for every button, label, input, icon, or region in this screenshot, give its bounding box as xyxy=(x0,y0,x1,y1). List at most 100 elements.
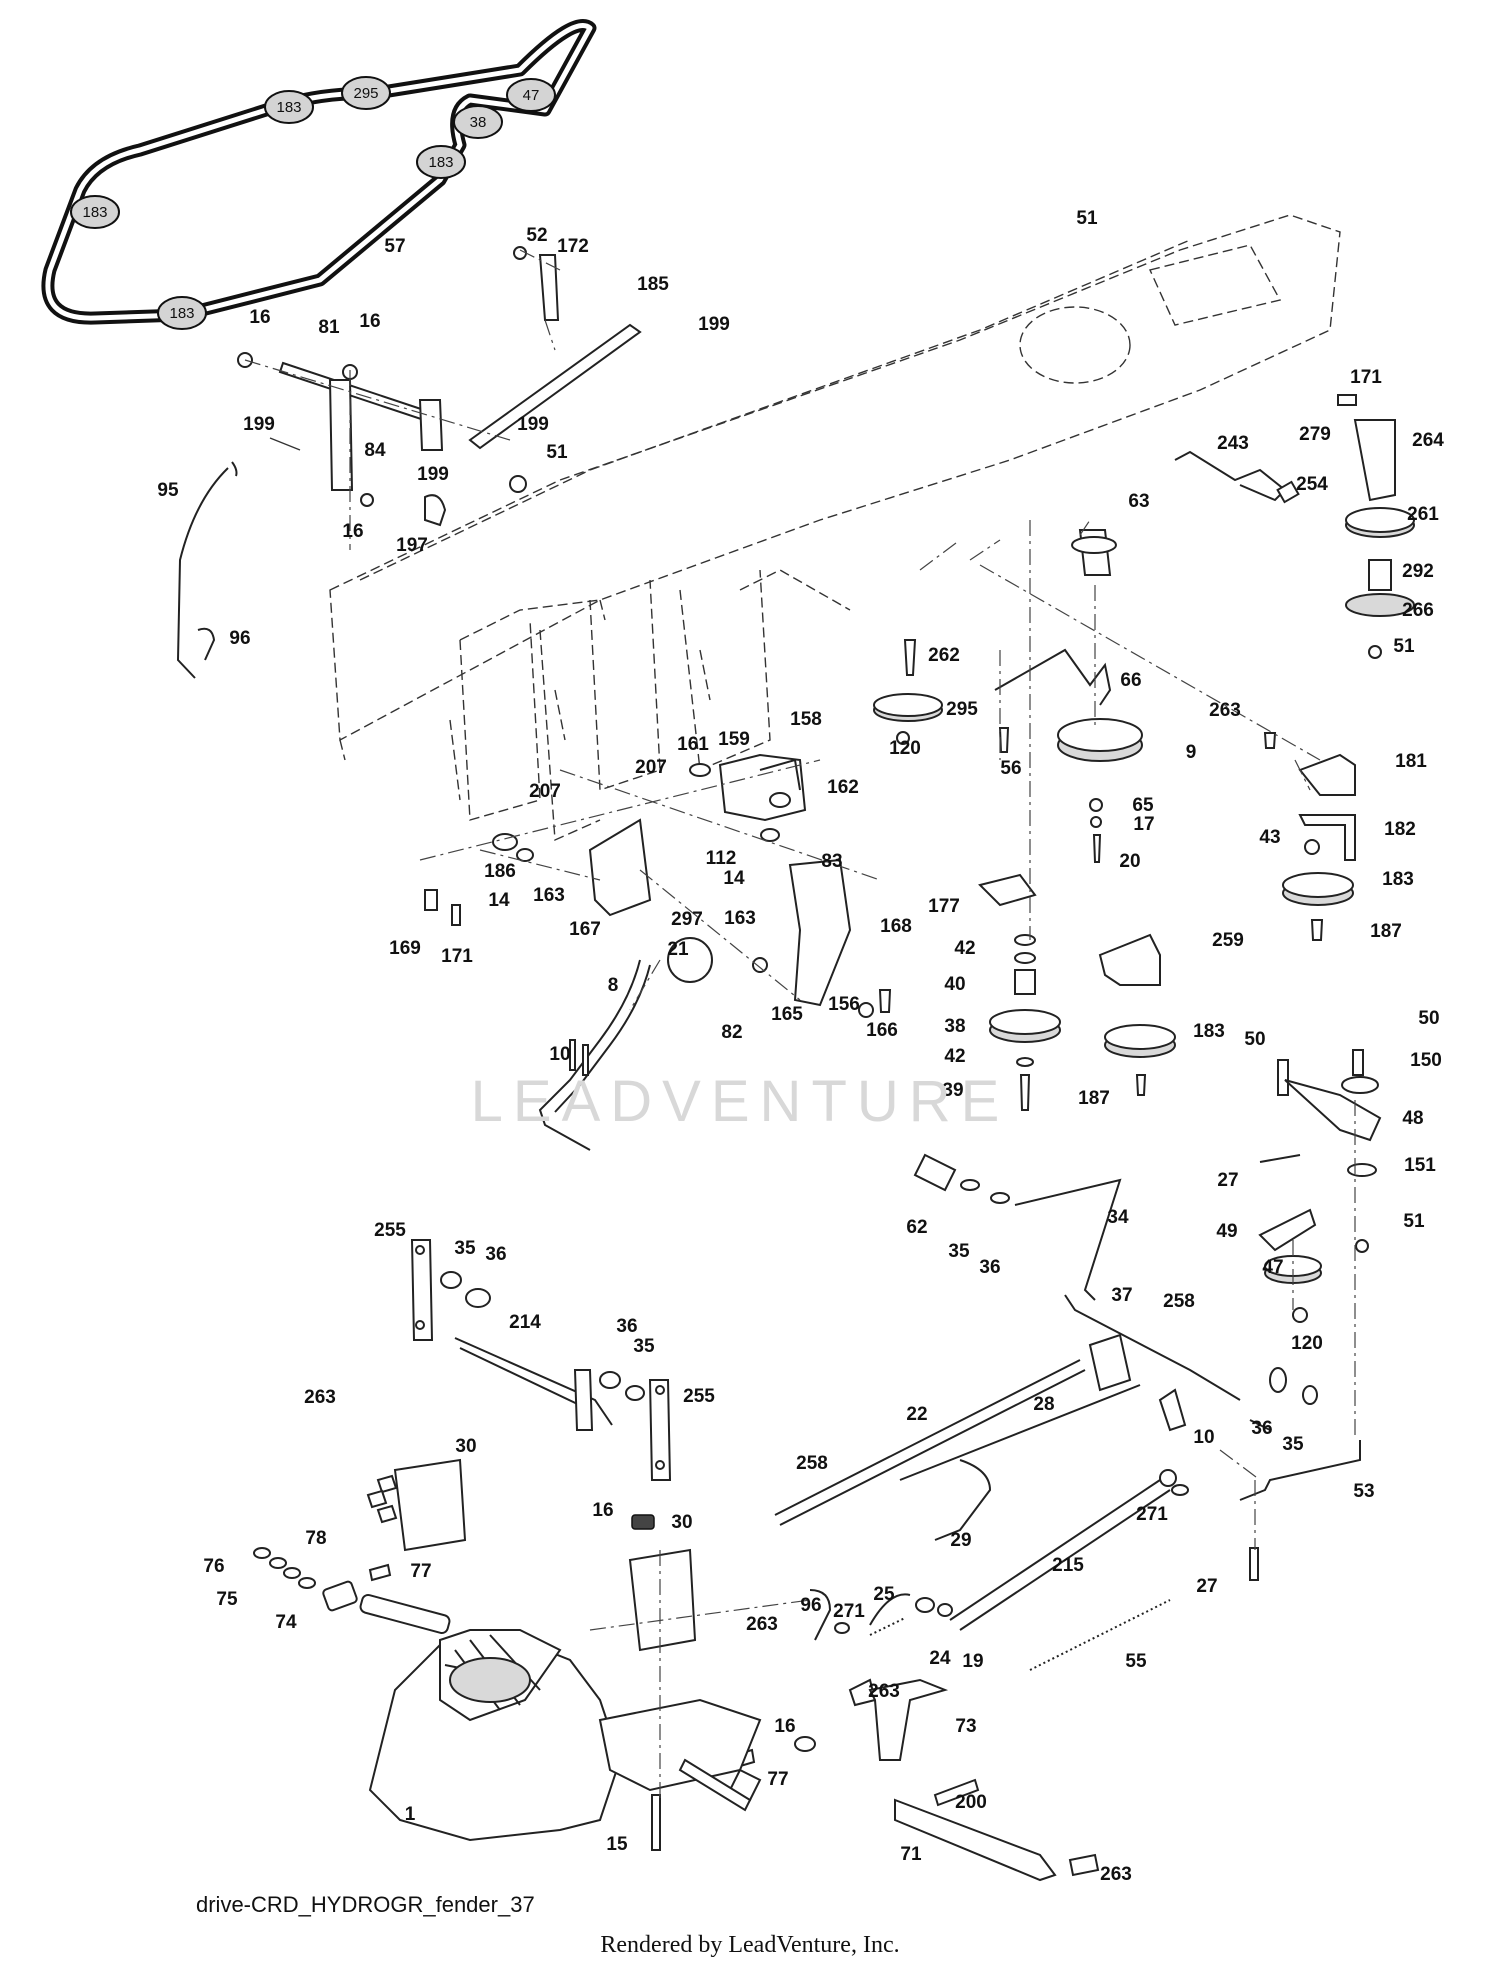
part-callout: 255 xyxy=(374,1220,406,1241)
part-callout: 15 xyxy=(606,1834,628,1855)
part-callout: 73 xyxy=(955,1716,976,1737)
part-callout: 19 xyxy=(962,1651,983,1672)
pulley-disc xyxy=(157,296,207,330)
part-callout: 172 xyxy=(557,236,589,257)
part-callout: 259 xyxy=(1212,930,1244,951)
part-callout: 30 xyxy=(455,1436,476,1457)
part-callout: 36 xyxy=(979,1257,1000,1278)
clutch-assembly xyxy=(873,394,1415,941)
part-callout: 35 xyxy=(454,1238,476,1259)
part-callout: 171 xyxy=(1350,367,1382,388)
part-callout: 35 xyxy=(633,1336,655,1357)
part-callout: 292 xyxy=(1402,561,1434,582)
part-callout: 171 xyxy=(441,946,473,967)
belt-pulley: 47 xyxy=(506,78,556,112)
part-callout: 24 xyxy=(929,1648,951,1669)
pulley-label: 183 xyxy=(428,154,453,171)
part-callout: 74 xyxy=(275,1612,297,1633)
part-callout: 14 xyxy=(488,890,510,911)
part-callout: 185 xyxy=(637,274,669,295)
part-callout: 40 xyxy=(944,974,965,995)
part-callout: 161 xyxy=(677,734,709,755)
belt-pulley: 295 xyxy=(341,76,391,110)
part-callout: 263 xyxy=(304,1387,336,1408)
part-callout: 47 xyxy=(1262,1257,1283,1278)
part-callout: 34 xyxy=(1107,1207,1129,1228)
pulley-label: 183 xyxy=(82,204,107,221)
part-callout: 183 xyxy=(1382,869,1414,890)
bracket-assembly xyxy=(424,753,892,1018)
part-callout: 82 xyxy=(721,1022,742,1043)
part-callout: 37 xyxy=(1111,1285,1132,1306)
part-callout: 262 xyxy=(928,645,960,666)
part-callout: 156 xyxy=(828,994,860,1015)
belt-pulley: 38 xyxy=(453,105,503,139)
part-callout: 10 xyxy=(549,1044,570,1065)
part-callout: 120 xyxy=(1291,1333,1323,1354)
part-callout: 263 xyxy=(746,1614,778,1635)
part-callout: 163 xyxy=(724,908,756,929)
part-callout: 182 xyxy=(1384,819,1416,840)
part-callout: 1 xyxy=(405,1804,416,1825)
belt-pulley: 183 xyxy=(264,90,314,124)
part-callout: 96 xyxy=(800,1595,821,1616)
part-callout: 263 xyxy=(1209,700,1241,721)
part-callout: 62 xyxy=(906,1217,927,1238)
belt-pulleys: 183 183 295 47 38 183 183 xyxy=(70,76,556,330)
part-callout: 29 xyxy=(950,1530,971,1551)
part-callout: 264 xyxy=(1412,430,1444,451)
part-callout: 181 xyxy=(1395,751,1427,772)
part-callout: 10 xyxy=(1193,1427,1214,1448)
part-callout: 22 xyxy=(906,1404,927,1425)
part-callout: 177 xyxy=(928,896,960,917)
part-callout: 120 xyxy=(889,738,921,759)
shaft-assembly xyxy=(253,1239,756,1851)
part-callout: 56 xyxy=(1000,758,1021,779)
part-callout: 207 xyxy=(635,757,667,778)
part-callout: 36 xyxy=(485,1244,506,1265)
part-callout: 75 xyxy=(216,1589,238,1610)
part-callout: 165 xyxy=(771,1004,803,1025)
part-callout: 258 xyxy=(1163,1291,1195,1312)
pulley-label: 38 xyxy=(470,114,487,131)
part-callout: 199 xyxy=(698,314,730,335)
pulley-disc xyxy=(506,78,556,112)
part-callout: 96 xyxy=(229,628,250,649)
part-callout: 63 xyxy=(1128,491,1149,512)
part-callout: 297 xyxy=(671,909,703,930)
part-callout: 17 xyxy=(1133,814,1154,835)
part-callout: 9 xyxy=(1186,742,1197,763)
part-callout: 200 xyxy=(955,1792,987,1813)
part-callout: 158 xyxy=(790,709,822,730)
part-callout: 35 xyxy=(1282,1434,1304,1455)
part-callout: 261 xyxy=(1407,504,1439,525)
part-callout: 21 xyxy=(667,939,689,960)
part-callout: 183 xyxy=(1193,1021,1225,1042)
pulley-label: 183 xyxy=(276,99,301,116)
brake-linkage xyxy=(774,1049,1382,1631)
part-callout: 51 xyxy=(1076,208,1098,229)
part-callout: 166 xyxy=(866,1020,898,1041)
part-callout: 36 xyxy=(1251,1418,1272,1439)
diagram-id: drive-CRD_HYDROGR_fender_37 xyxy=(196,1892,535,1917)
part-callout: 71 xyxy=(900,1844,922,1865)
reference-lines xyxy=(244,249,1356,1800)
part-callout: 66 xyxy=(1120,670,1141,691)
part-callout: 255 xyxy=(683,1386,715,1407)
part-callout: 42 xyxy=(944,1046,965,1067)
part-callout: 48 xyxy=(1402,1108,1423,1129)
part-callout: 52 xyxy=(526,225,547,246)
part-callout: 76 xyxy=(203,1556,224,1577)
part-callout: 197 xyxy=(396,535,428,556)
part-callout: 151 xyxy=(1404,1155,1436,1176)
part-callout: 162 xyxy=(827,777,859,798)
mower-frame xyxy=(329,214,1341,842)
idler-stack xyxy=(978,520,1176,1111)
part-callout: 16 xyxy=(774,1716,795,1737)
part-callout: 51 xyxy=(546,442,568,463)
pulley-label: 183 xyxy=(169,305,194,322)
part-callout: 159 xyxy=(718,729,750,750)
part-callout: 51 xyxy=(1403,1211,1425,1232)
shift-lever xyxy=(538,959,651,1151)
part-callout: 14 xyxy=(723,868,745,889)
